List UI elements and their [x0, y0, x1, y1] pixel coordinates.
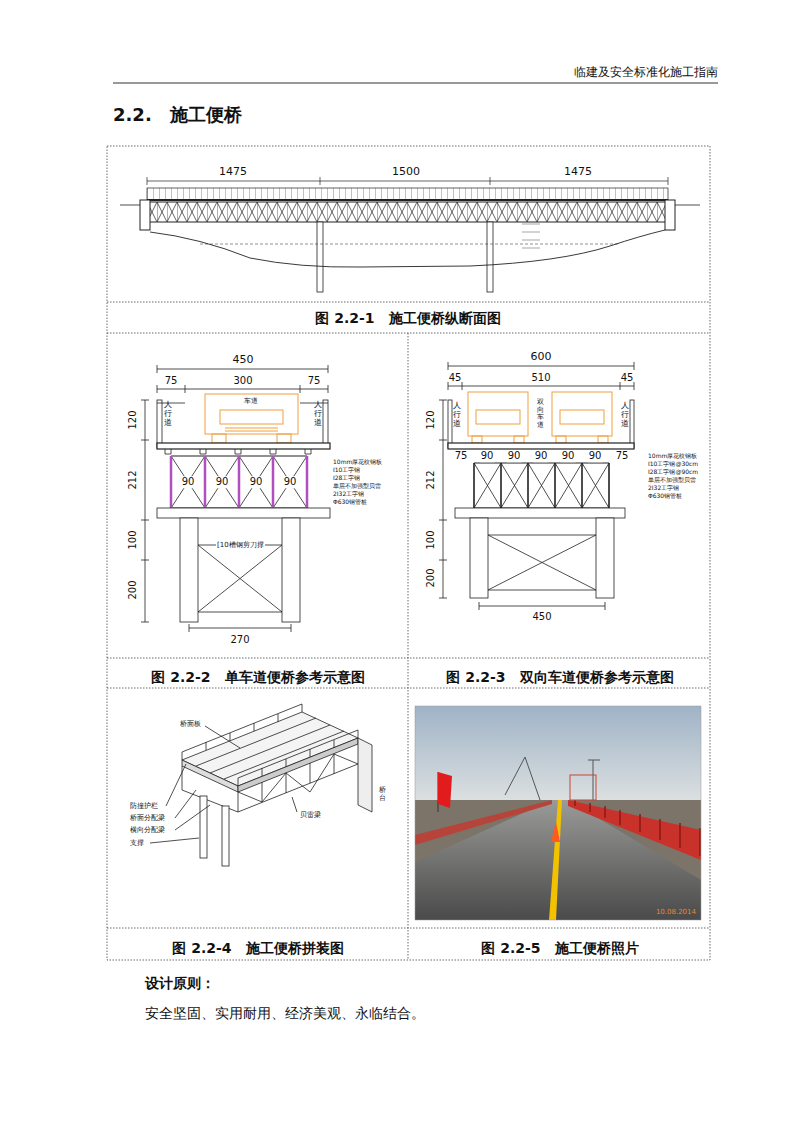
dimension: 450: [233, 354, 254, 367]
dimension: 200: [425, 568, 437, 587]
part-name: 贝雷梁: [300, 811, 321, 819]
part-note: 10mm厚花纹钢板: [648, 453, 697, 460]
dimension: 100: [127, 530, 139, 549]
dimension: 90: [215, 476, 230, 488]
dimension: 1475: [219, 166, 247, 179]
lane-label: 车道: [244, 397, 258, 405]
dimension: 75: [615, 450, 630, 462]
dimension: 90: [480, 450, 495, 462]
part-note: I28工字钢: [333, 475, 360, 482]
part-note: [10槽钢剪刀撑: [216, 541, 265, 549]
dimension: 90: [588, 450, 603, 462]
part-name: 桥面板: [180, 720, 201, 728]
figure-caption: 图 2.2-2 单车道便桥参考示意图: [151, 669, 364, 685]
part-note: Φ630钢管桩: [333, 499, 367, 506]
dimension: 270: [229, 634, 250, 646]
part-note: I28工字钢@90cm: [648, 469, 698, 476]
part-note: 2I32工字钢: [648, 485, 679, 492]
dimension: 75: [308, 375, 321, 387]
part-note: 单层不加强型贝雷: [648, 477, 696, 484]
dimension: 90: [249, 476, 264, 488]
part-note: 10mm厚花纹钢板: [333, 459, 382, 466]
dimension: 45: [449, 372, 462, 384]
dimension: 510: [531, 372, 550, 384]
dimension: 212: [127, 470, 139, 489]
dimension: 120: [425, 410, 437, 429]
dimension: 90: [283, 476, 298, 488]
dimension: 90: [534, 450, 549, 462]
part-name: 支撑: [130, 839, 144, 847]
lane-label: 人行道: [621, 402, 629, 428]
lane-label: 双向车道: [537, 399, 544, 430]
part-note: Φ630钢管桩: [648, 493, 682, 500]
dimension: 300: [233, 375, 252, 387]
dimension: 200: [127, 580, 139, 599]
part-name: 桥面分配梁: [130, 814, 165, 822]
dimension: 75: [454, 450, 469, 462]
dimension: 100: [425, 530, 437, 549]
photo-date: 10.08.2014: [656, 908, 696, 916]
section-title: 2.2. 施工便桥: [113, 105, 242, 126]
figure-caption: 图 2.2-4 施工便桥拼装图: [172, 940, 343, 956]
dimension: 450: [531, 611, 552, 623]
figure-caption: 图 2.2-1 施工便桥纵断面图: [315, 310, 500, 326]
dimension: 1475: [564, 166, 592, 179]
page-header: 临建及安全标准化施工指南: [574, 66, 718, 80]
part-note: I10工字钢@30cm: [648, 461, 698, 468]
figure-caption: 图 2.2-5 施工便桥照片: [481, 940, 638, 956]
part-name: 横向分配梁: [130, 826, 165, 834]
dimension: 90: [181, 476, 196, 488]
lane-label: 人行道: [453, 402, 461, 428]
dimension: 90: [507, 450, 522, 462]
dimension: 600: [531, 351, 552, 364]
figure-caption: 图 2.2-3 双向车道便桥参考示意图: [446, 669, 673, 685]
dimension: 45: [621, 372, 634, 384]
part-note: I10工字钢: [333, 467, 360, 474]
dimension: 120: [127, 410, 139, 429]
dimension: 1500: [392, 166, 420, 179]
lane-label: 人行道: [164, 401, 172, 427]
lane-label: 人行道: [314, 401, 322, 427]
part-name: 防撞护栏: [130, 802, 158, 810]
body-text: 安全坚固、实用耐用、经济美观、永临结合。: [145, 1005, 425, 1021]
part-note: 2I32工字钢: [333, 491, 364, 498]
dimension: 212: [425, 470, 437, 489]
dimension: 90: [561, 450, 576, 462]
part-name: 桥台: [379, 787, 386, 802]
dimension: 75: [165, 375, 178, 387]
part-note: 单层不加强型贝雷: [333, 483, 381, 490]
section-heading: 设计原则：: [145, 975, 215, 991]
